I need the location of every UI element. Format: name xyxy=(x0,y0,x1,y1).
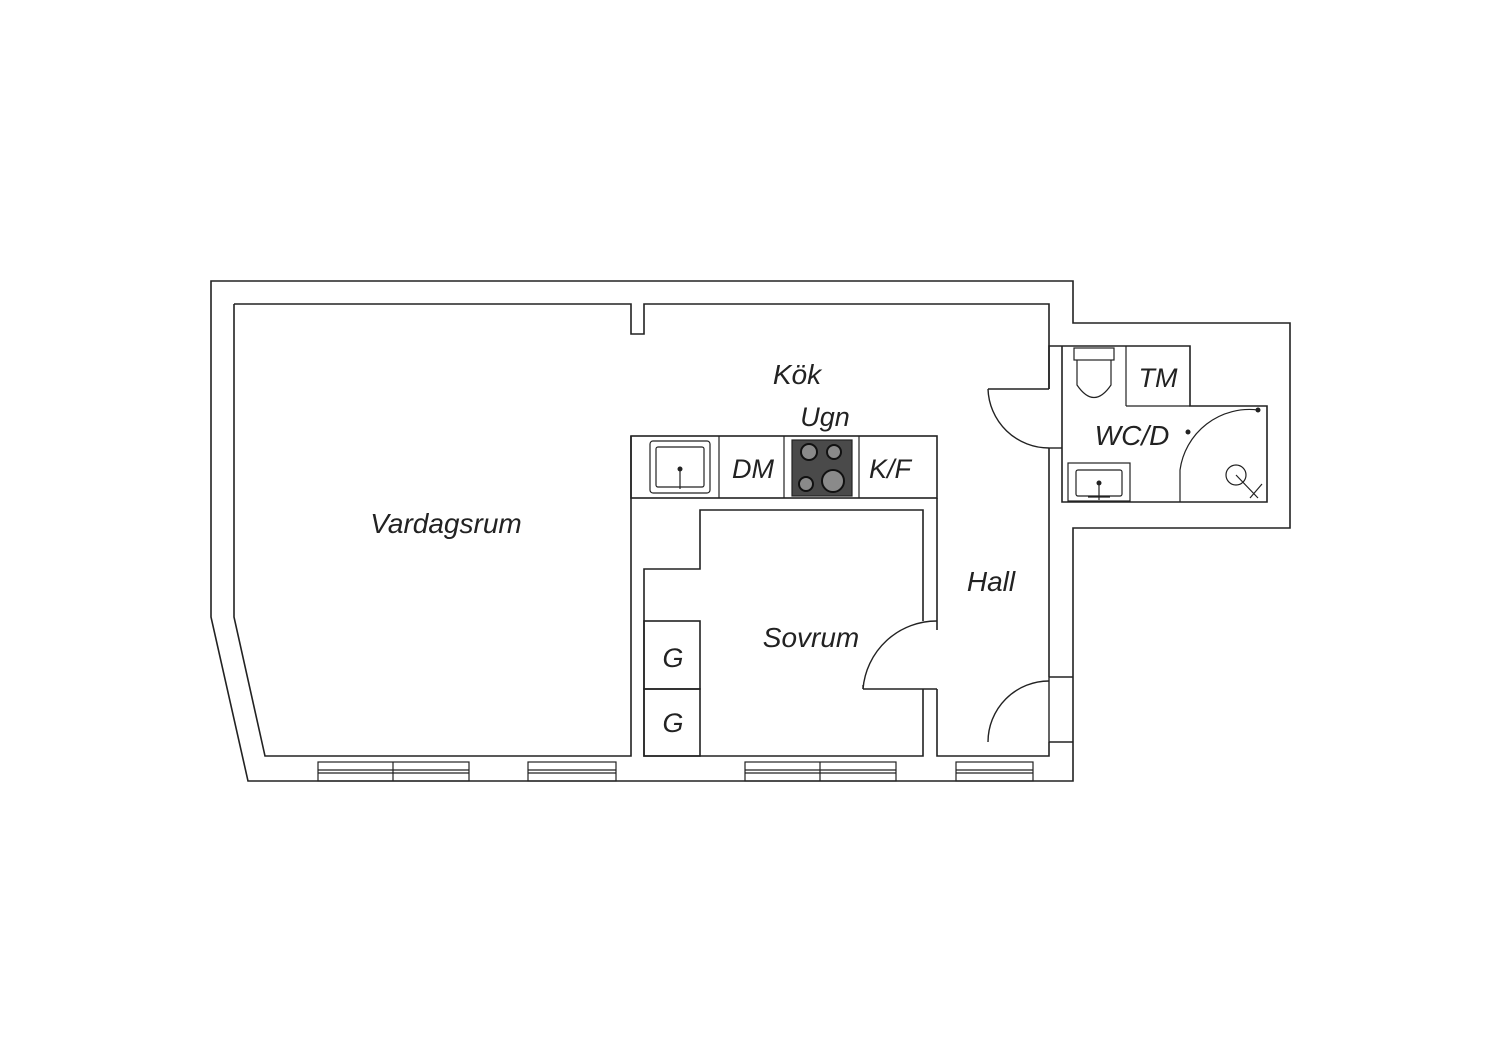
room-label-kok: Kök xyxy=(773,359,823,390)
room-label-vardagsrum: Vardagsrum xyxy=(370,508,521,539)
bedroom-wall xyxy=(643,509,924,757)
entrance-door-icon xyxy=(987,676,1073,743)
room-label-wcd: WC/D xyxy=(1095,420,1170,451)
window-3 xyxy=(744,761,897,782)
inner-wall xyxy=(233,303,1073,757)
bathroom-wall xyxy=(1048,345,1268,503)
fixture-label-ugn: Ugn xyxy=(800,402,850,432)
fixture-label-dm: DM xyxy=(732,454,774,484)
window-4 xyxy=(955,761,1034,782)
kitchen-sink-icon xyxy=(649,440,711,494)
room-label-sovrum: Sovrum xyxy=(763,622,859,653)
wardrobe-2 xyxy=(643,688,701,757)
toilet-icon xyxy=(1073,347,1115,399)
stove-icon xyxy=(791,439,853,497)
room-label-hall: Hall xyxy=(967,566,1016,597)
fixture-label-tm: TM xyxy=(1139,363,1178,393)
fixture-label-g2: G xyxy=(662,708,683,738)
hall-partition xyxy=(936,498,1050,757)
outer-wall xyxy=(210,280,1291,782)
fixture-label-kf: K/F xyxy=(869,454,913,484)
bedroom-door-icon xyxy=(862,620,938,690)
bathroom-door-icon xyxy=(987,388,1062,449)
washbasin-icon xyxy=(1067,462,1131,502)
window-1 xyxy=(317,761,470,782)
fixture-label-g1: G xyxy=(662,643,683,673)
shower-icon xyxy=(1179,407,1263,502)
window-2 xyxy=(527,761,617,782)
